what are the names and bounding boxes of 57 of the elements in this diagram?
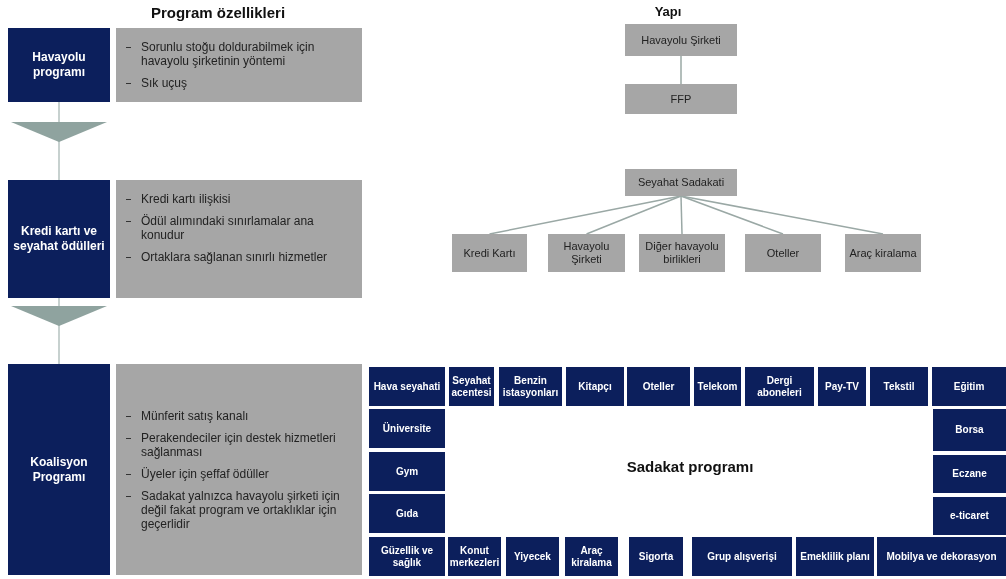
- partner-box: Benzin istasyonları: [499, 367, 562, 406]
- connector-line: [680, 195, 683, 235]
- structure-box: Havayolu Şirketi: [548, 234, 625, 272]
- program-type-box: Koalisyon Programı: [8, 364, 110, 575]
- partner-box: Gıda: [369, 494, 445, 533]
- column-heading: Program özellikleri: [150, 4, 286, 21]
- bullet-text: Sadakat yalnızca havayolu şirketi için değil fakat program ve ortaklıklar için geçerlidir: [141, 488, 341, 531]
- bullet-text: Ortaklara sağlanan sınırlı hizmetler: [141, 250, 328, 264]
- partner-box: Eczane: [933, 455, 1006, 493]
- bullet-text: Sık uçuş: [141, 76, 188, 90]
- program-type-box: Kredi kartı ve seyahat ödülleri: [8, 180, 110, 298]
- bullet-text: Perakendeciler için destek hizmetleri sağlanması: [141, 430, 337, 459]
- chevron-arrow: [11, 101, 107, 181]
- connector-line: [680, 195, 784, 235]
- partner-box: Güzellik ve sağlık: [369, 537, 445, 576]
- partner-box: Seyahat acentesi: [449, 367, 494, 406]
- partner-box: Borsa: [933, 409, 1006, 451]
- structure-box: Araç kiralama: [845, 234, 921, 272]
- partner-box: Telekom: [694, 367, 741, 406]
- partner-box: Konut merkezleri: [448, 537, 501, 576]
- bullet-text: Kredi kartı ilişkisi: [141, 192, 231, 206]
- structure-box: Oteller: [745, 234, 821, 272]
- partner-box: Dergi aboneleri: [745, 367, 814, 406]
- connector-line: [585, 195, 682, 235]
- partner-box: Pay-TV: [818, 367, 866, 406]
- partner-box: Sigorta: [629, 537, 683, 576]
- bullet-text: Sorunlu stoğu doldurabilmek için havayolu şirketinin yöntemi: [141, 40, 316, 68]
- partner-box: Araç kiralama: [565, 537, 618, 576]
- center-label: Sadakat programı: [626, 458, 754, 475]
- partner-box: Mobilya ve dekorasyon: [877, 537, 1006, 576]
- program-type-box: Havayolu programı: [8, 28, 110, 102]
- chevron-arrow: [11, 297, 107, 365]
- partner-box: Hava seyahati: [369, 367, 445, 406]
- partner-box: Emeklilik planı: [796, 537, 874, 576]
- column-heading: Yapı: [654, 4, 682, 19]
- structure-box: Diğer havayolu birlikleri: [639, 234, 725, 272]
- partner-box: Grup alışverişi: [692, 537, 792, 576]
- partner-box: e-ticaret: [933, 497, 1006, 535]
- connector-line: [680, 55, 682, 85]
- feature-list-panel: [116, 364, 362, 575]
- partner-box: Tekstil: [870, 367, 928, 406]
- feature-list-panel: [116, 180, 362, 298]
- partner-box: Üniversite: [369, 409, 445, 448]
- structure-box: FFP: [625, 84, 737, 114]
- structure-box: Seyahat Sadakati: [625, 169, 737, 196]
- structure-box: Kredi Kartı: [452, 234, 527, 272]
- partner-box: Eğitim: [932, 367, 1006, 406]
- bullet-text: Üyeler için şeffaf ödüller: [141, 466, 269, 481]
- partner-box: Yiyecek: [506, 537, 559, 576]
- connector-line: [680, 195, 884, 235]
- partner-box: Gym: [369, 452, 445, 491]
- partner-box: Oteller: [627, 367, 690, 406]
- structure-box: Havayolu Şirketi: [625, 24, 737, 56]
- bullet-text: Münferit satış kanalı: [141, 408, 249, 423]
- bullet-text: Ödül alımındaki sınırlamalar ana konudur: [141, 214, 315, 242]
- feature-list-panel: [116, 28, 362, 102]
- partner-box: Kitapçı: [566, 367, 624, 406]
